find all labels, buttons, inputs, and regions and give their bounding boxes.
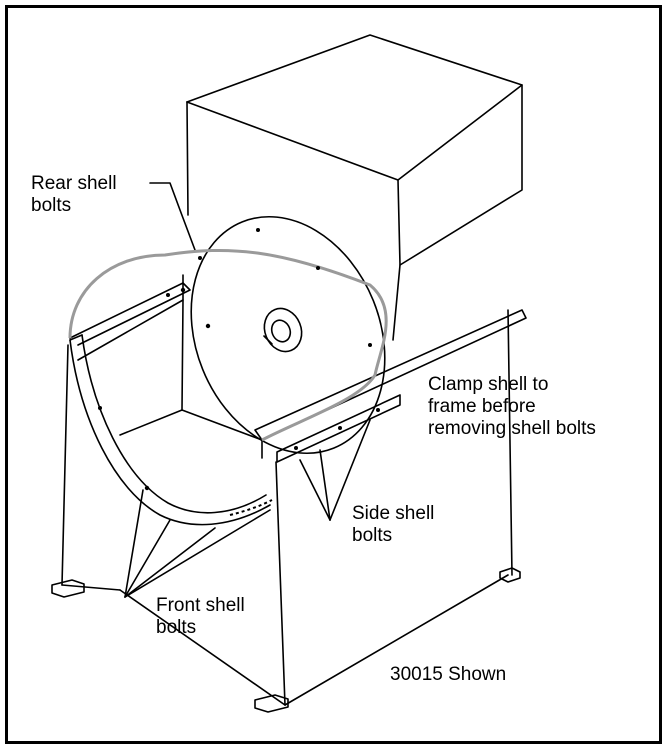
side-rail [254, 309, 527, 463]
model-note-label: 30015 Shown [390, 664, 507, 685]
shell-outline [68, 248, 388, 442]
figure-frame [5, 5, 662, 744]
front-shell [69, 334, 271, 526]
front-shell-bolts-label: Front shell bolts [156, 595, 245, 638]
interior-lines [119, 299, 263, 441]
rear-shell-bolts-label: Rear shell bolts [31, 173, 117, 216]
rear-door [190, 215, 386, 455]
front-shell-dashed [229, 499, 273, 516]
bolt-markers [98, 228, 380, 491]
stand-feet [51, 567, 521, 713]
housing-box [186, 34, 523, 341]
leader-lines [124, 182, 371, 598]
side-shell-bolts-label: Side shell bolts [352, 503, 435, 546]
stand-frame [61, 309, 513, 706]
clamp-note-label: Clamp shell to frame before removing she… [428, 374, 596, 439]
